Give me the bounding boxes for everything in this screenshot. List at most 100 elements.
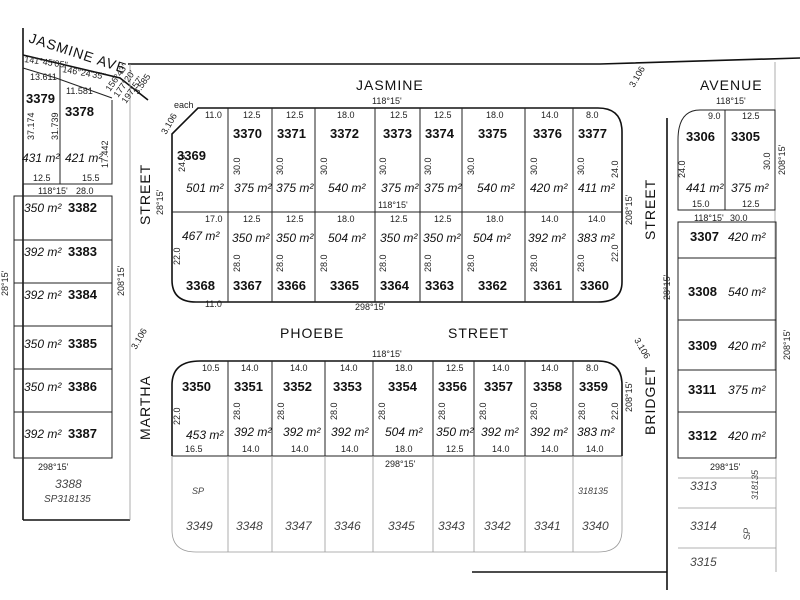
lot-3314: 3314 [690,519,717,533]
lot-3384: 3384 [68,287,98,302]
bearing-118-mid: 118°15' [378,200,408,210]
area-3372: 540 m² [328,181,366,195]
depth-28-3: 28.0 [319,254,329,272]
dim-155: 15.5 [82,173,100,183]
w-3374: 12.5 [434,110,452,120]
dim-17: 17.0 [205,214,223,224]
dim-125-r: 12.5 [742,111,760,121]
wB-3354: 18.0 [395,363,413,373]
lot-3306-area: 441 m² [686,181,724,195]
lot-3343: 3343 [438,519,465,533]
lot-3374: 3374 [425,126,455,141]
area-3376: 420 m² [530,181,568,195]
depth-30-4: 30.0 [378,157,388,175]
lot-3347: 3347 [285,519,313,533]
lot-3383-area: 392 m² [24,245,62,259]
bearing-118-rc: 118°15' [694,213,724,223]
lot-3348: 3348 [236,519,263,533]
lot-3376: 3376 [533,126,562,141]
dim-125-r2: 12.5 [742,199,760,209]
n318135-right: 318135 [750,469,760,500]
lot-3312: 3312 [688,428,717,443]
dim-22-c: 22.0 [172,407,182,425]
bearing-208-l: 208°15' [116,265,126,296]
street-left: STREET [137,164,153,225]
wb-3363: 12.5 [434,214,452,224]
lot-3340: 3340 [582,519,609,533]
street-martha: MARTHA [137,375,153,440]
depth-28-8: 28.0 [576,254,586,272]
wbB-3354: 18.0 [395,444,413,454]
dim-24-a: 24.0 [177,154,187,172]
area-3367: 350 m² [232,231,270,245]
lot-3382: 3382 [68,200,97,215]
wB-3350: 10.5 [202,363,220,373]
lot-3350: 3350 [182,379,211,394]
depth-30-8: 30.0 [576,157,586,175]
dim-125-a: 12.5 [33,173,51,183]
lot-3366: 3366 [277,278,306,293]
lot-3386-area: 350 m² [24,380,62,394]
area-3370: 375 m² [234,181,272,195]
area-3362: 504 m² [473,231,511,245]
area-3361: 392 m² [528,231,566,245]
wbB-3356: 12.5 [446,444,464,454]
wbB-3351: 14.0 [242,444,260,454]
bearing-298-mid: 298°15' [355,302,386,312]
w-3372: 18.0 [337,110,355,120]
sp318135-left: SP318135 [44,494,91,505]
depth-28-1: 28.0 [232,254,242,272]
area-3353: 392 m² [331,425,369,439]
w-3370: 12.5 [243,110,261,120]
bearing-118-l: 118°15' [38,186,68,196]
bdepth-2: 28.0 [276,402,286,420]
dim-165: 16.5 [185,444,203,454]
bearing-298-l: 298°15' [38,462,69,472]
dim-30-r: 30.0 [762,152,772,170]
dim-17442: 17.442 [100,140,110,168]
dim-9: 9.0 [708,111,721,121]
dim-30-rc: 30.0 [730,213,748,223]
sp-label: SP [192,486,204,496]
right-top-lots: 9.0 12.5 118°15' 3306 3305 441 m² 375 m²… [677,96,787,211]
area-3365: 504 m² [328,231,366,245]
area-3371: 375 m² [276,181,314,195]
lot-3351: 3351 [234,379,263,394]
lot-3368: 3368 [186,278,215,293]
lot-3377: 3377 [578,126,607,141]
dim-15: 15.0 [692,199,710,209]
n318135-label: 318135 [578,486,609,496]
depth-28-7: 28.0 [529,254,539,272]
boundary-lines [22,28,800,590]
depth-28-6: 28.0 [466,254,476,272]
bearing-141: 141°45'05" [24,54,69,70]
dim-22-d: 22.0 [610,402,620,420]
lot-3367: 3367 [233,278,262,293]
depth-28-5: 28.0 [423,254,433,272]
street-phoebe: PHOEBE [280,325,344,341]
bearing-118-top: 118°15' [372,96,402,106]
block-a: 118°15' 298°15' 118°15' 28°15' 208°15' e… [155,96,634,312]
lot-3308-area: 540 m² [728,285,766,299]
dim-11581: 11.581 [66,86,93,96]
bearing-118-b: 118°15' [372,349,402,359]
bearing-28-a: 28°15' [155,189,165,215]
dim-13611: 13.611 [30,72,57,82]
lot-3388: 3388 [55,477,82,491]
wbB-3359: 14.0 [586,444,604,454]
wb-3360: 14.0 [588,214,606,224]
area-3364: 350 m² [380,231,418,245]
w-3376: 14.0 [541,110,559,120]
lot-3306: 3306 [686,129,715,144]
bearing-118-r: 118°15' [716,96,746,106]
wb-3361: 14.0 [541,214,559,224]
area-3357: 392 m² [481,425,519,439]
bearing-208-a: 208°15' [624,194,634,225]
lot-3352: 3352 [283,379,312,394]
area-3351: 392 m² [234,425,272,439]
street-bridget: BRIDGET [642,366,658,435]
street-jasmine: JASMINE [356,77,424,93]
lot-3307-area: 420 m² [728,230,766,244]
bdepth-8: 28.0 [577,402,587,420]
area-3366: 350 m² [276,231,314,245]
